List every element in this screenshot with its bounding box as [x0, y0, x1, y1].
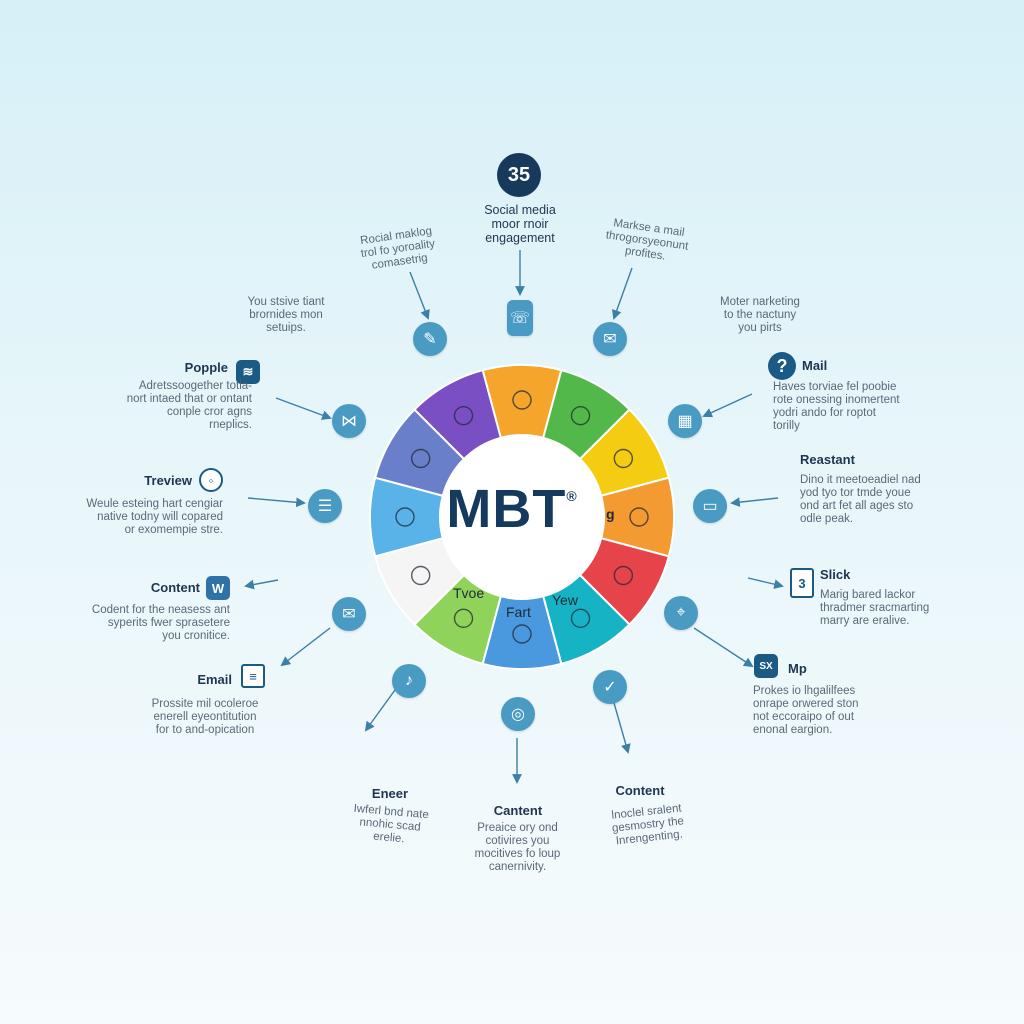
bottom-label-content: Content [615, 783, 665, 798]
globe-icon: ◎ [501, 697, 535, 731]
sx-icon: SX [754, 654, 778, 678]
center-disc [440, 435, 604, 599]
right-label-slick: Slick [820, 567, 851, 582]
left-label-email: Email [197, 672, 232, 687]
segment-glyph [410, 448, 431, 469]
connector-arrow [612, 267, 633, 320]
connector-arrow [275, 397, 332, 420]
segment-glyph [629, 507, 649, 527]
segment-glyph [613, 448, 634, 469]
location-icon: ◦ [199, 468, 223, 492]
number-badge: 35 [497, 153, 541, 197]
left-desc-treview: Weule esteing hart cengiar native todny … [86, 498, 223, 536]
connector-arrow [247, 497, 306, 508]
building-icon: ▦ [668, 404, 702, 438]
left-desc-content: Codent for the neasess ant syperits fwer… [91, 604, 230, 642]
segment-glyph [512, 624, 532, 644]
connector-arrow [244, 579, 279, 590]
check-icon: ✓ [593, 670, 627, 704]
segment-glyph [453, 608, 474, 629]
laptop-icon: ▭ [693, 489, 727, 523]
sound-icon: ♪ [392, 664, 426, 698]
segment-glyph [570, 405, 591, 426]
bottom-label-cantent: Cantent [493, 803, 543, 818]
mail-icon: ✉ [593, 322, 627, 356]
upper-left-desc: You stsive tiant brornides mon setuips. [247, 296, 325, 334]
connector-arrow [747, 577, 784, 589]
segment-glyph [512, 390, 532, 410]
right-desc-reastant: Dino it meetoeadiel nad yod tyo tor tmde… [800, 474, 921, 525]
upper-right-desc: Moter narketing to the nactuny you pirts [720, 296, 800, 334]
bottom-label-eneer: Eneer [371, 786, 409, 801]
connector-arrow [280, 627, 331, 667]
segment-text-tvoe: Tvoe [453, 585, 485, 601]
connector-arrow [702, 393, 753, 418]
connector-arrow [730, 497, 779, 508]
right-label-reastant: Reastant [800, 452, 855, 467]
segment-glyph [570, 608, 591, 629]
right-desc-mail: Haves torviae fel poobie rote onessing i… [773, 381, 900, 432]
email-icon: ✉ [332, 597, 366, 631]
wifi-icon: ≋ [236, 360, 260, 384]
connector-arrow [409, 271, 430, 320]
chat-icon: ✎ [413, 322, 447, 356]
segment-glyph [395, 507, 415, 527]
doc-icon: ≡ [241, 664, 265, 688]
question-icon: ? [768, 352, 796, 380]
right-label-mail: Mail [802, 358, 828, 373]
left-desc-popple: Adretssoogether totia- nort intaed that … [126, 380, 252, 431]
center-title: MBT® [446, 479, 578, 539]
right-label-mp: Mp [788, 661, 807, 676]
bottom-desc-cantent: Preaice ory ond cotivires you mocitives … [474, 822, 561, 873]
segment-glyph [613, 565, 634, 586]
top-label: Social media moor rnoir engagement [484, 203, 556, 245]
number-three-icon: 3 [790, 568, 814, 598]
left-label-treview: Treview [144, 473, 192, 488]
right-desc-slick: Marig bared lackor thradmer sracmarting … [820, 589, 930, 627]
connector-arrow [693, 627, 754, 668]
doc-list-icon: ☰ [308, 489, 342, 523]
left-desc-email: Prossite mil ocoleroe enerell eyeontitut… [151, 698, 259, 736]
left-label-content: Content [150, 580, 200, 595]
segment-text-yew: Yew [552, 592, 578, 608]
butterfly-icon: ⋈ [332, 404, 366, 438]
segment-text-fart: Fart [506, 604, 531, 620]
segment-ring [369, 364, 675, 670]
left-label-popple: Popple [184, 360, 228, 375]
connector-arrow [364, 689, 396, 732]
pin-icon: ⌖ [664, 596, 698, 630]
right-desc-mp: Prokes io lhgalilfees onrape orwered sto… [753, 685, 859, 736]
segment-text-g: g [606, 506, 615, 522]
shield-icon: W [206, 576, 230, 600]
phone-icon: ☏ [507, 300, 533, 336]
segment-glyph [410, 565, 431, 586]
segment-glyph [453, 405, 474, 426]
